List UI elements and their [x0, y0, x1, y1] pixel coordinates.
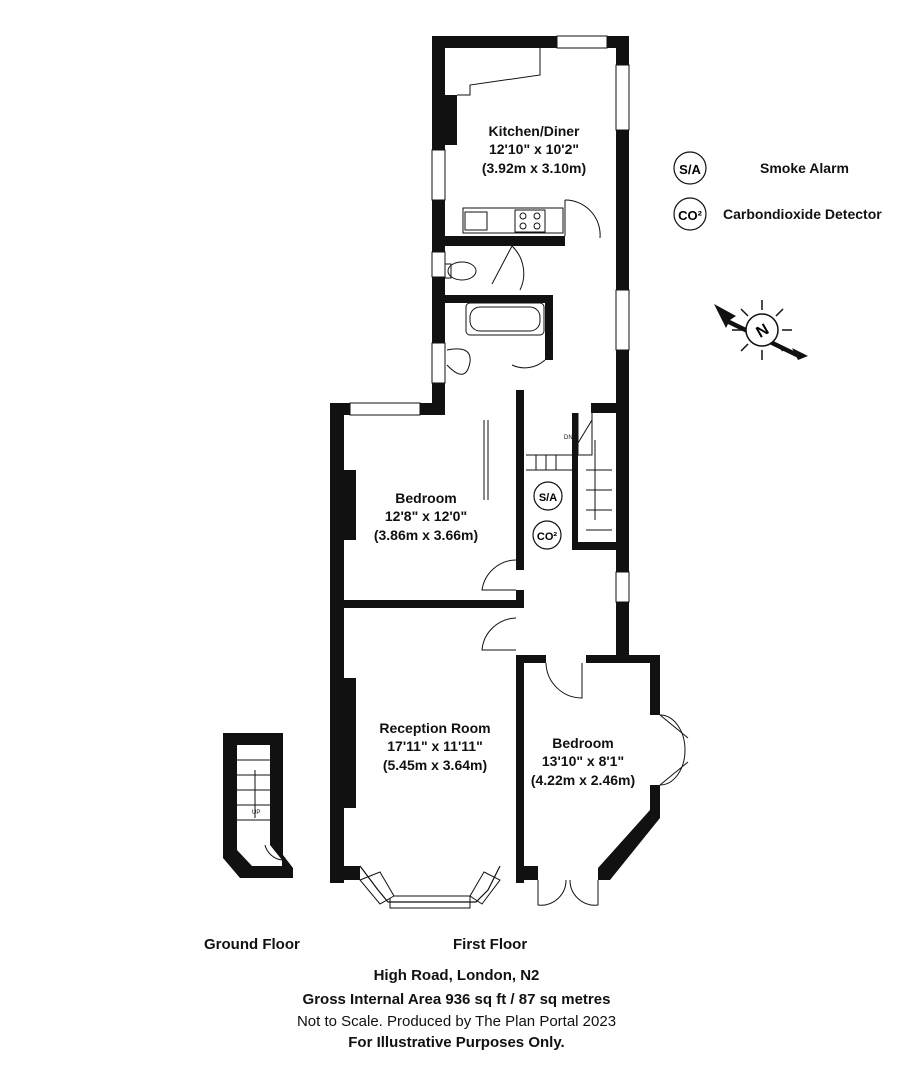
door-swings — [481, 559, 689, 906]
room-bedroom-2: Bedroom 13'10" x 8'1" (4.22m x 2.46m) — [531, 735, 635, 788]
svg-text:17'11" x 11'11": 17'11" x 11'11" — [387, 738, 482, 754]
smoke-alarm-icon: S/A — [533, 481, 563, 511]
stairs-down-label: DN — [564, 435, 573, 441]
kitchen-units — [457, 48, 601, 239]
room-reception: Reception Room 17'11" x 11'11" (5.45m x … — [379, 720, 490, 773]
stairs-up-label: UP — [252, 810, 260, 816]
svg-text:12'8" x 12'0": 12'8" x 12'0" — [385, 508, 467, 524]
svg-text:13'10" x 8'1": 13'10" x 8'1" — [542, 753, 624, 769]
ground-floor-label: Ground Floor — [204, 936, 300, 953]
svg-text:S/A: S/A — [679, 162, 701, 177]
legend-co-icon: CO² — [673, 197, 707, 231]
svg-text:Kitchen/Diner: Kitchen/Diner — [488, 123, 580, 139]
svg-text:S/A: S/A — [539, 492, 557, 504]
svg-text:Bedroom: Bedroom — [552, 735, 613, 751]
legend-co-label: Carbondioxide Detector — [723, 206, 882, 222]
address: High Road, London, N2 — [373, 967, 540, 984]
room-kitchen: Kitchen/Diner 12'10" x 10'2" (3.92m x 3.… — [482, 123, 586, 176]
svg-text:(5.45m x 3.64m): (5.45m x 3.64m) — [383, 757, 487, 773]
svg-text:CO²: CO² — [537, 531, 558, 543]
room-bedroom-1: Bedroom 12'8" x 12'0" (3.86m x 3.66m) — [374, 490, 478, 543]
svg-text:Reception Room: Reception Room — [379, 720, 490, 736]
svg-text:(4.22m x 2.46m): (4.22m x 2.46m) — [531, 772, 635, 788]
bathroom-fixtures — [444, 245, 546, 500]
ground-floor-plan: UP — [223, 733, 293, 878]
legend-smoke-label: Smoke Alarm — [760, 160, 849, 176]
co-detector-icon: CO² — [532, 520, 562, 550]
svg-text:(3.92m x 3.10m): (3.92m x 3.10m) — [482, 160, 586, 176]
staircase — [526, 413, 612, 531]
svg-text:Bedroom: Bedroom — [395, 490, 456, 506]
svg-text:12'10" x 10'2": 12'10" x 10'2" — [489, 141, 579, 157]
legend-smoke-icon: S/A — [673, 151, 707, 185]
svg-text:(3.86m x 3.66m): (3.86m x 3.66m) — [374, 527, 478, 543]
first-floor-label: First Floor — [453, 936, 528, 953]
scale-note: Not to Scale. Produced by The Plan Porta… — [296, 1013, 617, 1030]
purpose-note: For Illustrative Purposes Only. — [348, 1034, 565, 1051]
gross-area: Gross Internal Area 936 sq ft / 87 sq me… — [302, 991, 611, 1008]
svg-text:CO²: CO² — [678, 208, 703, 223]
windows — [349, 35, 630, 909]
compass-icon: N — [714, 300, 808, 360]
floor-plan: DN UP S/A CO² S/A Smoke Alarm CO² Carbon… — [223, 35, 882, 909]
